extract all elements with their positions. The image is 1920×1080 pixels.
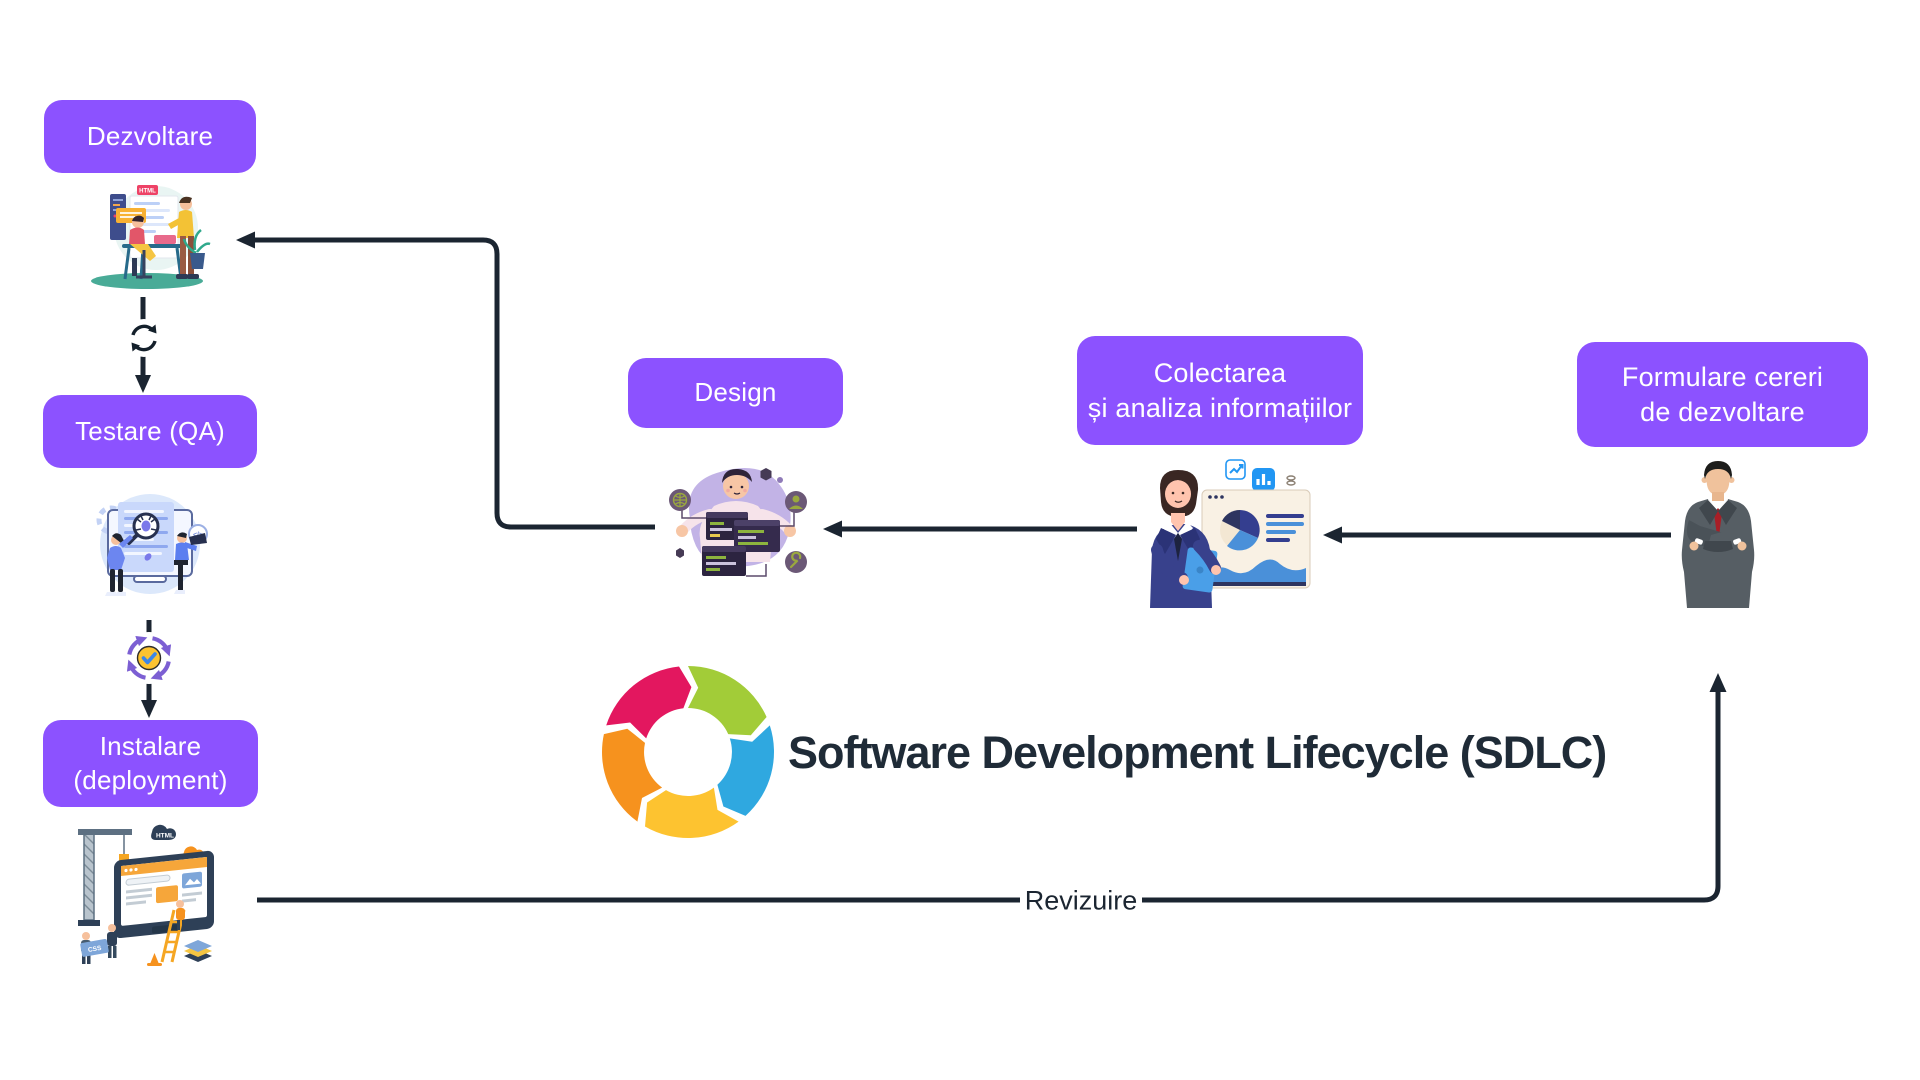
analyst-person	[1150, 470, 1221, 608]
html-badge: HTML	[137, 185, 158, 195]
qa-testing-illustration: </>	[96, 494, 208, 596]
stage-label-text-line1: Formulare cereri	[1621, 361, 1824, 392]
page-title: Software Development Lifecycle (SDLC)	[788, 727, 1607, 778]
tester-right	[174, 532, 207, 594]
businessman-head	[1701, 461, 1735, 495]
designer-illustration	[669, 468, 807, 577]
wave-chart	[1206, 559, 1306, 584]
pie-chart	[1220, 509, 1260, 551]
revizuire-label: Revizuire	[1024, 885, 1138, 916]
wrench-icon	[785, 551, 807, 573]
arrowhead-down	[141, 700, 157, 718]
chart-line-icon	[1225, 459, 1246, 480]
logo-segment-pink	[606, 666, 692, 739]
suit-body	[1681, 499, 1755, 608]
coins-shape	[1286, 475, 1296, 486]
magnifier-bug-icon	[127, 512, 160, 545]
stage-label-text-line2: (deployment)	[73, 764, 228, 795]
tie	[1714, 508, 1722, 536]
logo-segment-yellow	[645, 787, 739, 839]
sitting-developer	[129, 215, 156, 279]
svg-text:HTML: HTML	[156, 833, 174, 840]
svg-text:HTML: HTML	[139, 189, 156, 195]
code-window-3	[702, 546, 746, 576]
pink-box	[154, 235, 176, 244]
arrow-revizuire-right-segment	[1142, 691, 1721, 903]
stage-label-design: Design	[628, 358, 843, 428]
stage-label-testare: Testare (QA)	[43, 395, 257, 468]
deployment-illustration: HTML JS	[78, 824, 214, 966]
worker-standing	[107, 924, 117, 958]
analytics-dashboard	[1201, 489, 1311, 589]
check-icon	[141, 652, 157, 665]
globe-icon	[669, 489, 691, 511]
html-cloud: HTML	[151, 824, 176, 840]
stage-label-dezvoltare: Dezvoltare	[44, 100, 256, 173]
report-lines	[1266, 514, 1304, 542]
workers-carrying-css-board: CSS	[80, 932, 109, 964]
ground	[91, 273, 203, 289]
stage-label-text-line2: de dezvoltare	[1640, 396, 1805, 427]
hexagon-shape	[760, 468, 772, 481]
sdlc-cycle-logo	[602, 666, 775, 839]
stage-label-text: Design	[694, 377, 777, 408]
dot-shape	[777, 477, 783, 483]
arrowhead-up	[1709, 673, 1727, 692]
neck	[1712, 492, 1724, 501]
analyst-illustration	[1150, 459, 1311, 608]
developers-illustration: HTML	[91, 185, 211, 289]
stage-label-formulare: Formulare cereri de dezvoltare	[1577, 342, 1868, 447]
stacked-layers	[184, 940, 212, 962]
businessman-illustration	[1681, 461, 1755, 608]
logo-segment-orange	[602, 728, 663, 822]
stage-label-instalare: Instalare (deployment)	[43, 720, 258, 807]
svg-text:CSS: CSS	[88, 945, 103, 954]
arrowhead-down	[135, 375, 151, 393]
arrowhead-left	[823, 520, 842, 538]
stage-label-text-line1: Instalare	[99, 731, 202, 762]
worker-climbing	[176, 900, 185, 930]
arrow-design-to-dezvoltare	[254, 237, 655, 530]
stage-label-text-line1: Colectarea	[1153, 357, 1287, 388]
user-icon	[785, 491, 807, 513]
stage-label-text: Testare (QA)	[75, 415, 225, 446]
arrowhead-left	[236, 231, 255, 249]
stage-label-text: Dezvoltare	[86, 120, 214, 151]
logo-segment-blue	[717, 725, 775, 816]
logo-segment-green	[688, 666, 767, 736]
bar-chart-icon	[1252, 468, 1275, 491]
stage-label-text-line2: și analiza informațiilor	[1087, 392, 1353, 423]
code-window-2	[734, 520, 780, 552]
crane	[78, 829, 132, 926]
tester-left	[105, 533, 133, 596]
approved-check-cycle-icon	[123, 632, 175, 684]
small-bug-icon	[144, 553, 152, 561]
stage-label-colectarea: Colectarea și analiza informațiilor	[1077, 336, 1363, 445]
refresh-cycle-icon	[125, 319, 163, 357]
traffic-cone	[147, 953, 162, 966]
crossed-arms	[1686, 520, 1750, 553]
hexagon-shape	[676, 548, 684, 558]
arrowhead-left	[1323, 526, 1342, 544]
website-monitor	[114, 850, 214, 939]
plant	[182, 229, 211, 269]
